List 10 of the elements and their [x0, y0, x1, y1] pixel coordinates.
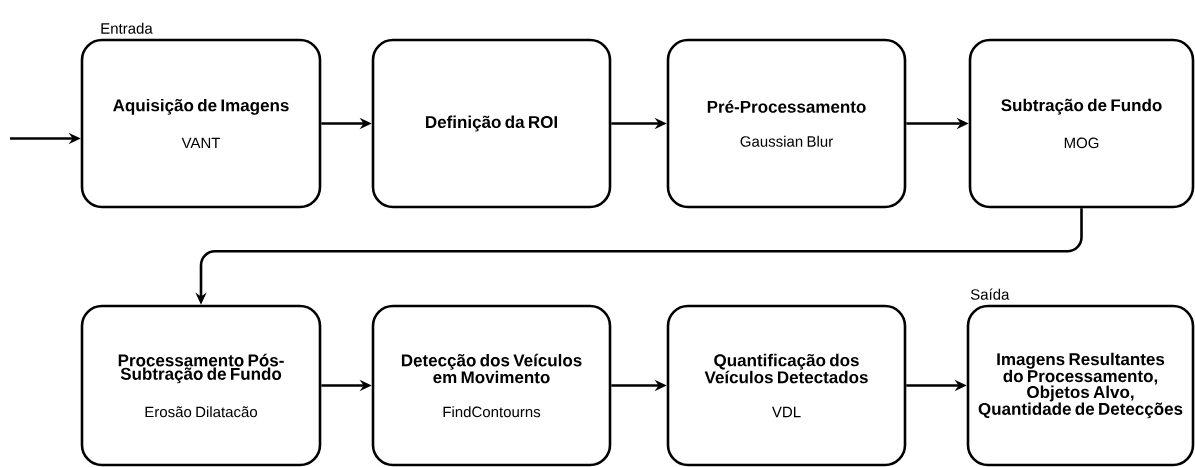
process-box: Imagens Resultantes do Processamento, Objetos Alvo, Quantidade de Detecções [966, 304, 1195, 467]
beside-label: Entrada [101, 22, 153, 34]
process-box: Detecção dos Veículos em Movimento FindContourns [371, 304, 612, 467]
process-box: Processamento Pós-Subtração de Fundo Erosão Dilatacão [80, 304, 322, 467]
beside-label: Saída [970, 288, 1010, 300]
process-box: Pré-Processamento Gaussian Blur [666, 38, 907, 209]
process-box: Quantificação dos Veículos Detectados VDL [666, 304, 907, 467]
process-box: Subtração de Fundo MOG [968, 38, 1195, 209]
process-box: Aquisição de Imagens VANT [80, 38, 322, 209]
process-box: Definição da ROI [371, 38, 612, 209]
